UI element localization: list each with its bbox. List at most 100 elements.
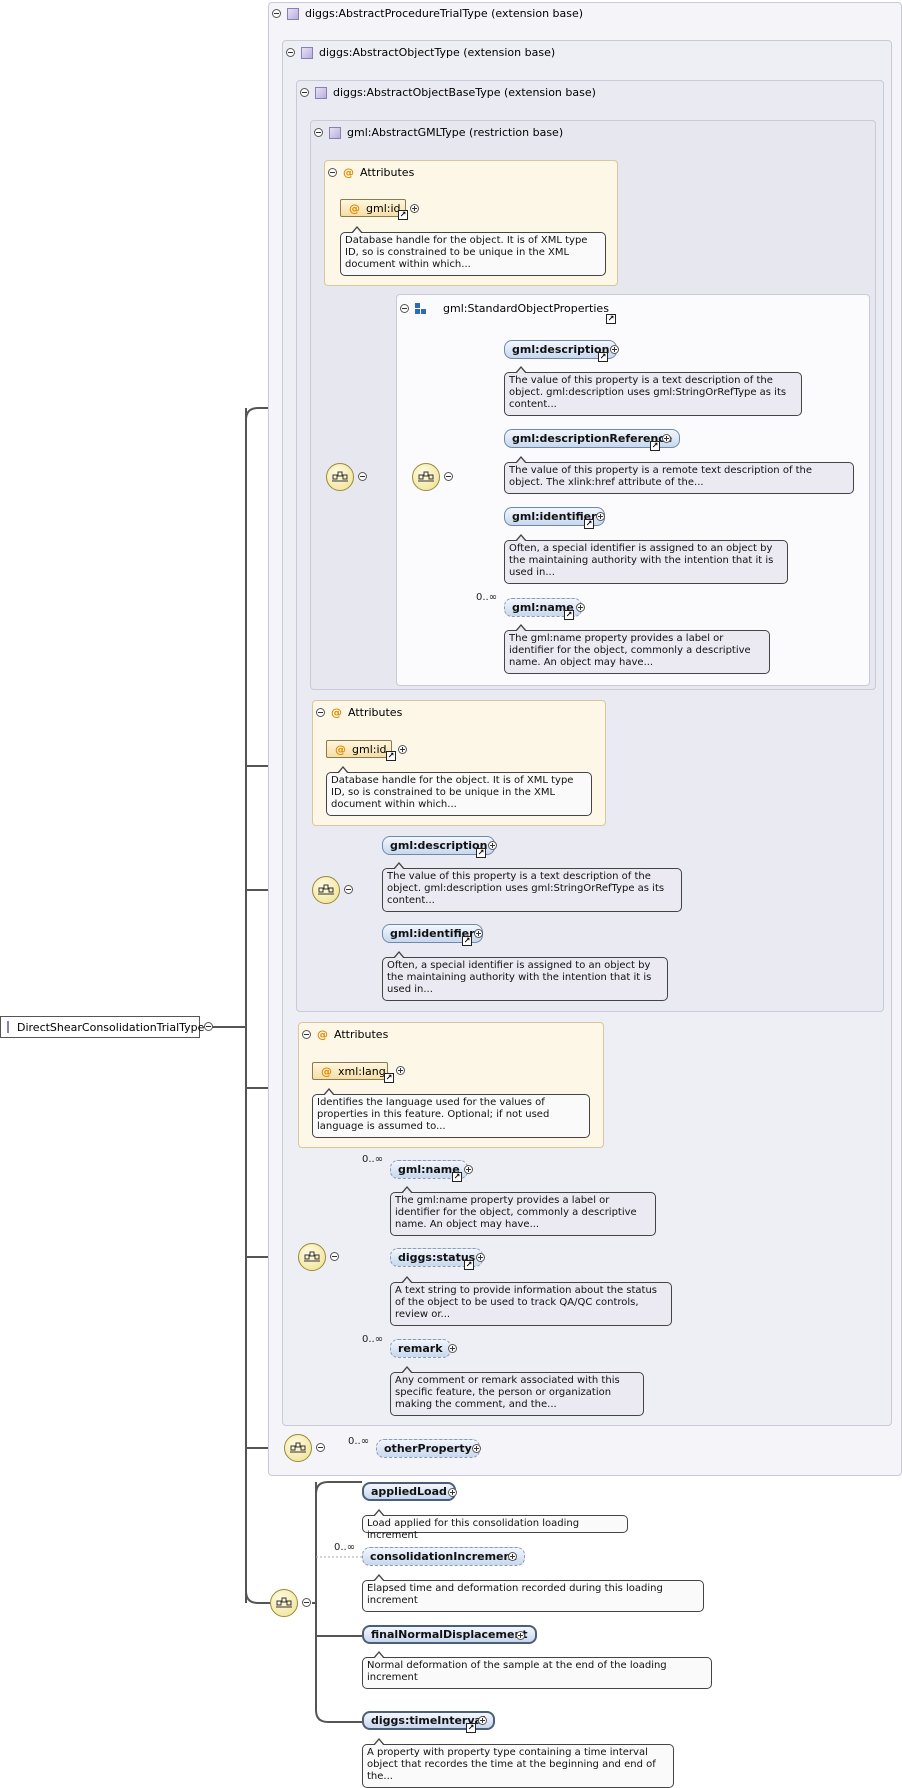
expand-icon[interactable] (488, 841, 497, 850)
element-applied-load[interactable]: appliedLoad (362, 1482, 456, 1501)
expand-icon[interactable] (396, 1066, 405, 1075)
collapse-icon[interactable] (444, 472, 453, 481)
attribute-icon: @ (335, 742, 346, 756)
complex-type-icon (315, 86, 327, 99)
collapse-icon[interactable] (328, 168, 337, 177)
collapse-icon[interactable] (358, 472, 367, 481)
root-complex-type[interactable]: DirectShearConsolidationTrialType (0, 1016, 204, 1038)
expand-icon[interactable] (474, 929, 483, 938)
external-link-icon[interactable]: ↗ (386, 751, 396, 761)
collapse-icon[interactable] (272, 9, 281, 18)
sequence-compositor-icon[interactable] (298, 1243, 326, 1271)
external-link-icon[interactable]: ↗ (650, 441, 660, 451)
element-description: The gml:name property provides a label o… (504, 624, 770, 674)
sequence-compositor-icon[interactable] (412, 463, 440, 491)
sequence-compositor-icon[interactable] (312, 876, 340, 904)
sequence-compositor-icon[interactable] (326, 463, 354, 491)
collapse-icon[interactable] (204, 1022, 213, 1031)
sequence-glyph (318, 884, 334, 895)
element-final-normal-displacement[interactable]: finalNormalDisplacement (362, 1625, 537, 1644)
expand-icon[interactable] (662, 434, 671, 443)
expand-icon[interactable] (596, 512, 605, 521)
attribute-gml-id[interactable]: @ gml:id (340, 199, 406, 217)
element-description: Load applied for this consolidation load… (362, 1509, 628, 1541)
element-consolidation-increment[interactable]: consolidationIncrement (362, 1547, 525, 1566)
element-diggs-time-interval[interactable]: diggs:timeInterval (362, 1711, 495, 1730)
group-gml-label: gml:AbstractGMLType (restriction base) (347, 126, 564, 139)
element-gml-identifier[interactable]: gml:identifier (504, 507, 605, 526)
element-gml-description-reference[interactable]: gml:descriptionReference (504, 429, 681, 448)
external-link-icon[interactable]: ↗ (452, 1172, 462, 1182)
expand-icon[interactable] (448, 1488, 457, 1497)
attribute-icon: @ (317, 1028, 328, 1041)
expand-icon[interactable] (610, 345, 619, 354)
collapse-icon[interactable] (300, 88, 309, 97)
element-gml-name[interactable]: gml:name (390, 1160, 468, 1179)
group-gml-header[interactable]: gml:AbstractGMLType (restriction base) (314, 126, 563, 139)
sequence-compositor-icon[interactable] (270, 1589, 298, 1617)
cardinality: 0..∞ (334, 1542, 356, 1553)
sequence-glyph (276, 1597, 292, 1608)
external-link-icon[interactable]: ↗ (464, 1260, 474, 1270)
collapse-icon[interactable] (316, 708, 325, 717)
element-remark[interactable]: remark (390, 1339, 451, 1358)
attribute-description: Database handle for the object. It is of… (340, 226, 606, 276)
sequence-compositor-icon[interactable] (284, 1434, 312, 1462)
element-gml-description[interactable]: gml:description (382, 836, 496, 855)
group-procedure-trial-header[interactable]: diggs:AbstractProcedureTrialType (extens… (272, 7, 583, 20)
expand-icon[interactable] (516, 1631, 525, 1640)
external-link-icon[interactable]: ↗ (466, 1723, 476, 1733)
group-object-header[interactable]: diggs:AbstractObjectType (extension base… (286, 46, 555, 59)
element-description: Elapsed time and deformation recorded du… (362, 1574, 704, 1612)
element-other-property[interactable]: otherProperty (376, 1439, 480, 1458)
element-description: The gml:name property provides a label o… (390, 1186, 656, 1236)
collapse-icon[interactable] (302, 1598, 311, 1607)
attributes-title: Attributes (334, 1028, 389, 1041)
cardinality: 0..∞ (362, 1154, 384, 1165)
collapse-icon[interactable] (286, 48, 295, 57)
complex-type-icon (329, 126, 341, 139)
attributes-header[interactable]: @ Attributes (316, 706, 402, 719)
element-description: Normal deformation of the sample at the … (362, 1651, 712, 1689)
external-link-icon[interactable]: ↗ (606, 314, 616, 324)
attributes-header[interactable]: @ Attributes (302, 1028, 388, 1041)
collapse-icon[interactable] (400, 304, 409, 313)
collapse-icon[interactable] (344, 885, 353, 894)
expand-icon[interactable] (508, 1552, 517, 1561)
element-gml-name[interactable]: gml:name (504, 598, 582, 617)
attribute-name: gml:id (352, 742, 387, 756)
expand-icon[interactable] (448, 1344, 457, 1353)
external-link-icon[interactable]: ↗ (598, 352, 608, 362)
collapse-icon[interactable] (302, 1030, 311, 1039)
expand-icon[interactable] (576, 603, 585, 612)
element-description: The value of this property is a text des… (504, 366, 802, 416)
expand-icon[interactable] (478, 1716, 487, 1725)
attribute-xml-lang[interactable]: @ xml:lang (312, 1062, 388, 1080)
standard-object-properties-header[interactable]: gml:StandardObjectProperties (400, 302, 609, 315)
attributes-title: Attributes (348, 706, 403, 719)
external-link-icon[interactable]: ↗ (398, 210, 408, 220)
cardinality: 0..∞ (476, 592, 498, 603)
external-link-icon[interactable]: ↗ (584, 519, 594, 529)
element-description: The value of this property is a text des… (382, 862, 682, 912)
external-link-icon[interactable]: ↗ (476, 848, 486, 858)
expand-icon[interactable] (410, 204, 419, 213)
external-link-icon[interactable]: ↗ (384, 1073, 394, 1083)
standard-object-properties-label: gml:StandardObjectProperties (443, 302, 609, 315)
external-link-icon[interactable]: ↗ (564, 610, 574, 620)
external-link-icon[interactable]: ↗ (462, 936, 472, 946)
element-diggs-status[interactable]: diggs:status (390, 1248, 484, 1267)
element-gml-description[interactable]: gml:description (504, 340, 618, 359)
attributes-header[interactable]: @ Attributes (328, 166, 414, 179)
expand-icon[interactable] (476, 1253, 485, 1262)
expand-icon[interactable] (472, 1444, 481, 1453)
expand-icon[interactable] (398, 745, 407, 754)
collapse-icon[interactable] (316, 1443, 325, 1452)
attribute-name: gml:id (366, 201, 401, 215)
group-object-base-header[interactable]: diggs:AbstractObjectBaseType (extension … (300, 86, 596, 99)
collapse-icon[interactable] (330, 1252, 339, 1261)
attribute-gml-id[interactable]: @ gml:id (326, 740, 392, 758)
expand-icon[interactable] (464, 1165, 473, 1174)
collapse-icon[interactable] (314, 128, 323, 137)
element-gml-identifier[interactable]: gml:identifier (382, 924, 483, 943)
